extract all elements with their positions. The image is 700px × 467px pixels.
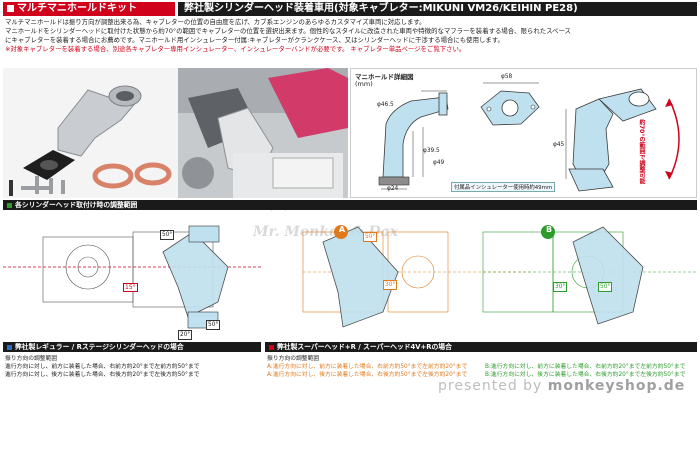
product-title-bar: 弊社製シリンダーヘッド装着車用(対象キャブレター:MIKUNI VM26/KEI… [178, 2, 697, 16]
diagram-title: マニホールド詳細図 [355, 73, 414, 81]
regular-adjust-info: 振り方向の調整範囲 進行方向に対し、前方に装着した場合、右前方約20°まで左前方… [5, 355, 261, 379]
dim-39: φ39.5 [423, 148, 440, 154]
regular-head-title: 弊社製レギュラー / Rステージシリンダーヘッドの場合 [15, 343, 184, 351]
square-bullet-icon [7, 4, 14, 12]
regular-info-line-2: 進行方向に対し、後方に装着した場合、右後方約20°まで左後方約50°まで [5, 372, 200, 378]
regular-head-bar: 弊社製レギュラー / Rステージシリンダーヘッドの場合 [3, 342, 261, 352]
description-note: ※対象キャブレターを装着する場合、別途各キャブレター専用インシュレーター、インシ… [5, 45, 466, 53]
angle-50-top-a: 50° [363, 232, 378, 242]
adjust-range-title: 各シリンダーヘッド取付け時の調整範囲 [15, 201, 138, 209]
head-drawings-area: Mr. Monkey & Dax [3, 212, 697, 342]
super-head-bar: 弊社製スーパーヘッド+R / スーパーヘッド4V+Rの場合 [265, 342, 697, 352]
footer-prefix: presented by [438, 378, 548, 394]
engine-illustration [178, 68, 348, 198]
square-bullet-icon [7, 202, 12, 208]
kit-parts-photo [3, 68, 178, 198]
dim-58: φ58 [501, 74, 513, 80]
diagram-unit: (mm) [355, 80, 373, 88]
cylinder-head-drawings [3, 225, 697, 329]
super-adjust-info: 振り方向の調整範囲 A:進行方向に対し、前方に装着した場合、右前方約50°まで左… [267, 355, 697, 379]
footer-brand: monkeyshop.de [547, 378, 686, 394]
dim-46: φ46.5 [377, 102, 394, 108]
kit-title: マルチマニホールドキット [17, 3, 137, 14]
description: マルチマニホールドは振り方向が調整出来る為、キャブレターの位置の自由度を広げ、カ… [5, 18, 695, 54]
super-info-a2: A:進行方向に対し、後方に装着した場合、右後方約50°まで左後方約20°まで [267, 372, 468, 378]
angle-50-b: 50° [598, 282, 613, 292]
angle-15-left: 15° [123, 283, 138, 292]
dim-49: φ49 [433, 160, 445, 166]
dim-45: φ45 [553, 142, 565, 148]
super-info-b2: B:進行方向に対し、後方に装着した場合、右後方約20°まで左後方約50°まで [485, 372, 686, 378]
super-info-a1: A:進行方向に対し、前方に装着した場合、右前方約50°まで左前方約20°まで [267, 364, 468, 370]
super-head-title: 弊社製スーパーヘッド+R / スーパーヘッド4V+Rの場合 [277, 343, 452, 351]
angle-30-b: 30° [553, 282, 568, 292]
description-line-1: マルチマニホールドは振り方向が調整出来る為、キャブレターの位置の自由度を広げ、カ… [5, 18, 426, 26]
angle-50-top-left: 50° [160, 230, 175, 240]
manifold-drawing [378, 82, 680, 192]
installed-engine-photo [178, 68, 348, 198]
angle-range-note: 約70°の範囲で調整可能 [638, 119, 645, 185]
super-info-title: 振り方向の調整範囲 [267, 356, 320, 362]
dim-24: φ24 [387, 186, 399, 192]
regular-info-line-1: 進行方向に対し、前方に装着した場合、右前方約20°まで左前方約50°まで [5, 364, 200, 370]
adjust-range-bar: 各シリンダーヘッド取付け時の調整範囲 [3, 200, 697, 210]
label-b: B [545, 225, 553, 234]
regular-info-title: 振り方向の調整範囲 [5, 356, 58, 362]
kit-parts-illustration [3, 68, 178, 198]
super-info-b1: B:進行方向に対し、前方に装着した場合、右前方約20°まで左前方約50°まで [485, 364, 686, 370]
angle-50-bottom-left: 50° [206, 320, 221, 330]
presented-by-footer: presented by monkeyshop.de [438, 378, 685, 394]
description-line-2: マニホールドをシリンダーヘッドに取付けた状態から約70°の範囲でキャブレターの位… [5, 27, 571, 35]
kit-title-bar: マルチマニホールドキット [3, 2, 175, 16]
square-bullet-icon [269, 344, 274, 350]
label-a: A [338, 225, 346, 234]
description-line-3: にキャブレターを装着する場合にお薦めです。マニホールド用インシュレーター付属:キ… [5, 36, 504, 44]
manifold-detail-diagram: マニホールド詳細図 (mm) φ46.5 φ58 φ39.5 φ49 φ24 φ… [350, 68, 697, 198]
insulator-note: 付属品インシュレーター使用時約49mm [451, 182, 556, 192]
square-bullet-icon [7, 344, 12, 350]
angle-30-a: 30° [383, 280, 398, 290]
angle-20-bottom-left: 20° [178, 330, 193, 340]
product-title: 弊社製シリンダーヘッド装着車用(対象キャブレター:MIKUNI VM26/KEI… [184, 3, 578, 14]
